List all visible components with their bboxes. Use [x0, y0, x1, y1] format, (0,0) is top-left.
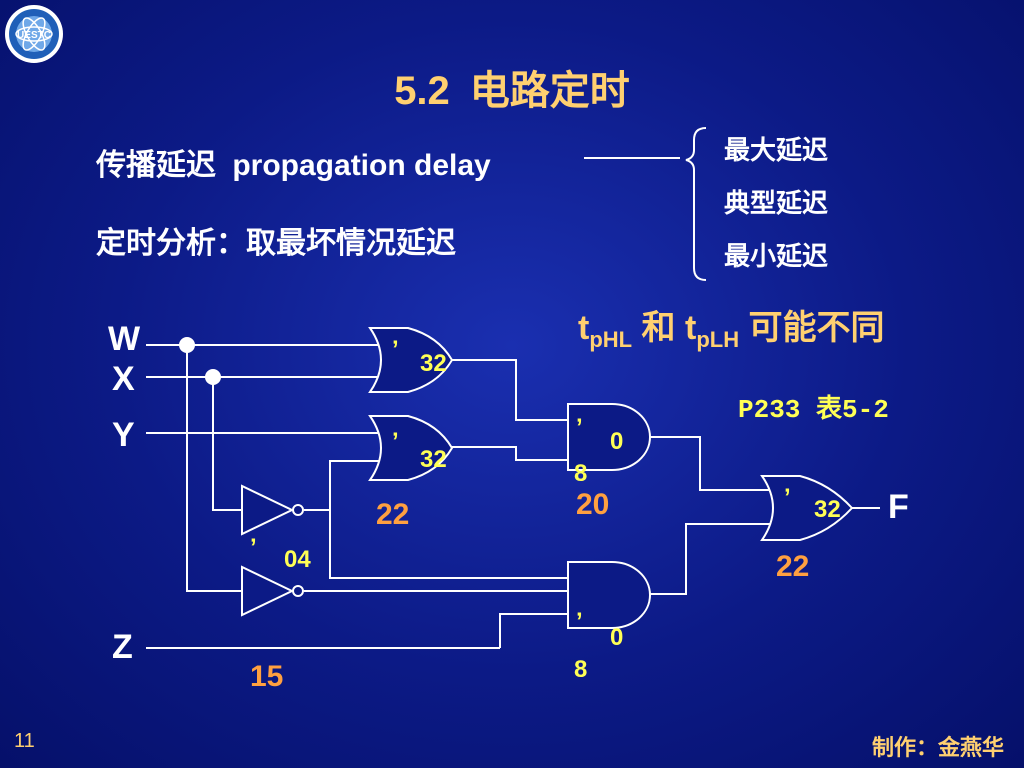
wire-x-branch: [212, 377, 242, 511]
junction-x: [205, 369, 221, 385]
author-credit: 制作：金燕华: [871, 735, 1004, 760]
wire-w-branch: [186, 345, 242, 592]
wire-and2-out: [650, 523, 772, 595]
input-label-x: X: [112, 360, 135, 398]
page-title: 5.2 电路定时: [0, 58, 1024, 116]
or-gate-3: [760, 475, 854, 541]
delay-option-max: 最大延迟: [724, 135, 829, 165]
wire-inv1-out: [304, 460, 382, 511]
delay-or3: 22: [776, 550, 810, 583]
wire-or1-out: [450, 359, 570, 421]
title-text: 电路定时: [469, 69, 630, 113]
and1-code-b: 8: [574, 460, 588, 487]
or3-code: 32: [814, 496, 841, 523]
or2-comma: ’: [392, 428, 399, 455]
prop-delay-cn: 传播延迟: [96, 149, 216, 182]
or-gate-2: [368, 415, 454, 481]
and2-code-b: 8: [574, 656, 588, 683]
and1-code-a: 0: [610, 428, 624, 455]
delay-option-typical: 典型延迟: [724, 188, 829, 218]
delay-or2: 22: [376, 498, 410, 531]
svg-text:UESTC: UESTC: [17, 30, 51, 41]
and-gate-1: [567, 403, 651, 471]
table-reference: P233 表5-2: [738, 395, 889, 425]
inverter-2: [241, 565, 295, 617]
title-number: 5.2: [394, 69, 450, 113]
or1-comma: ’: [392, 336, 399, 363]
input-label-z: Z: [112, 628, 133, 666]
page-number: 11: [14, 730, 35, 752]
wire-and1-out: [650, 436, 772, 491]
or1-code: 32: [420, 350, 447, 377]
inv-comma: ’: [250, 534, 257, 561]
inverter-2-bubble: [292, 585, 304, 597]
inverter-1: [241, 484, 295, 536]
inv-code: 04: [284, 546, 311, 573]
wire-or2-out: [450, 446, 570, 461]
university-logo: UESTC: [5, 5, 63, 63]
tphl-tplh-note: tpHL 和 tpLH 可能不同: [578, 309, 885, 352]
delay-and1: 20: [576, 488, 610, 521]
brace: [685, 127, 707, 281]
propagation-delay-line: 传播延迟 propagation delay: [96, 140, 491, 184]
delay-option-min: 最小延迟: [724, 241, 829, 271]
prop-delay-en: propagation delay: [232, 149, 491, 182]
and2-comma: ’: [576, 608, 583, 635]
wire-z-to-and2: [499, 613, 570, 648]
or-gate-1: [368, 327, 454, 393]
and1-comma: ’: [576, 414, 583, 441]
inverter-1-bubble: [292, 504, 304, 516]
junction-w: [179, 337, 195, 353]
and-gate-2: [567, 561, 651, 629]
delay-z: 15: [250, 660, 284, 693]
or3-comma: ’: [784, 484, 791, 511]
worst-case-line: 定时分析：取最坏情况延迟: [96, 227, 456, 260]
output-label-f: F: [888, 488, 909, 526]
wire-or2-branch: [329, 461, 570, 579]
and2-code-a: 0: [610, 624, 624, 651]
or2-code: 32: [420, 446, 447, 473]
input-label-w: W: [108, 320, 141, 358]
input-label-y: Y: [112, 416, 135, 454]
